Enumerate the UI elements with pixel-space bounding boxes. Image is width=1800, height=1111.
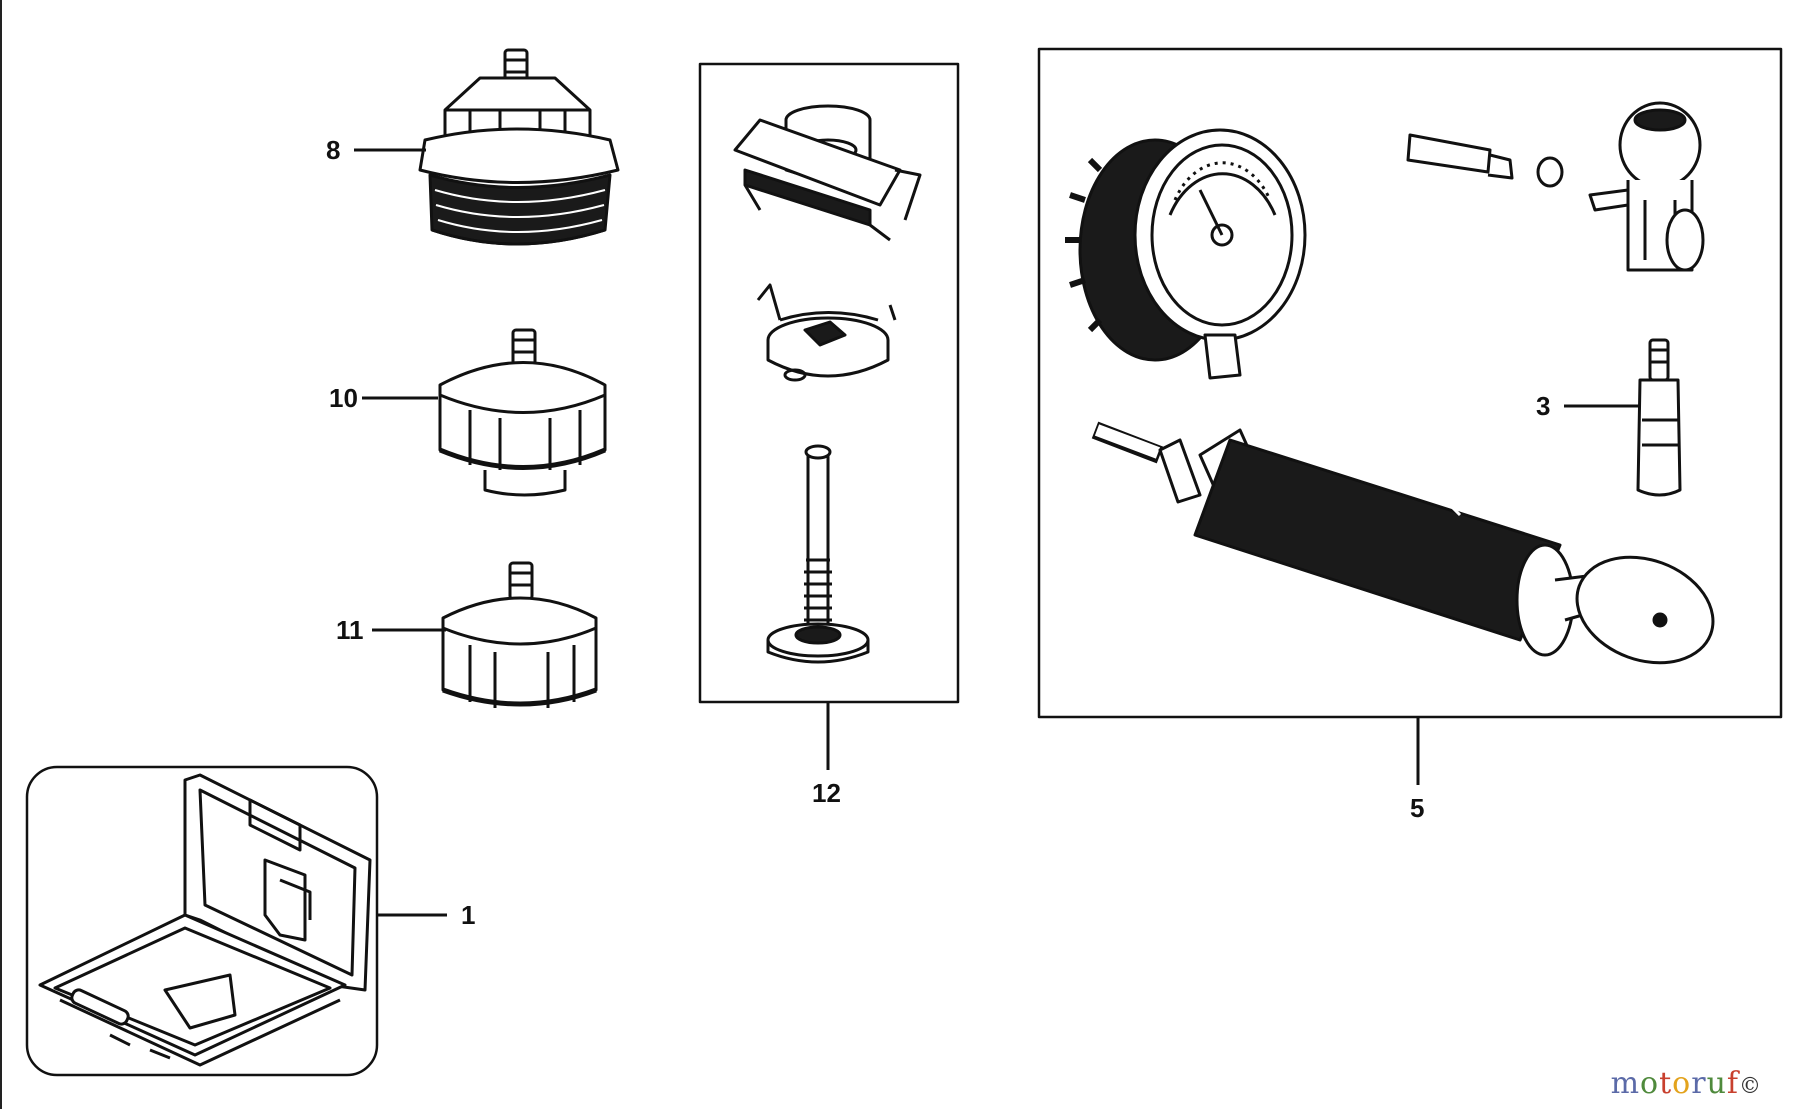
- motoruf-watermark: motoruf©: [1611, 1066, 1762, 1101]
- part-1-frame: [25, 765, 379, 1077]
- callout-12: 12: [812, 778, 841, 808]
- part-11-cap: [441, 561, 598, 708]
- wm-letter: f: [1726, 1066, 1739, 1101]
- wm-letter: u: [1706, 1066, 1727, 1101]
- part-12-adapter-set: [733, 104, 922, 664]
- callout-10: 10: [329, 383, 358, 413]
- callout-11: 11: [336, 615, 364, 645]
- wm-letter: o: [1640, 1066, 1660, 1101]
- wm-letter: m: [1610, 1066, 1641, 1101]
- callout-8: 8: [326, 135, 340, 165]
- callout-3: 3: [1536, 391, 1550, 421]
- wm-copyright: ©: [1739, 1074, 1762, 1099]
- callout-5: 5: [1410, 793, 1424, 823]
- part-10-cap: [438, 328, 607, 497]
- part-8-threaded-cap: [418, 48, 620, 246]
- callout-1: 1: [461, 900, 475, 930]
- wm-letter: o: [1672, 1066, 1692, 1101]
- wm-letter: t: [1659, 1066, 1673, 1101]
- part-5-pump-set: [1065, 101, 1715, 665]
- wm-letter: r: [1691, 1066, 1707, 1101]
- part-5-frame: [1037, 47, 1783, 719]
- part-1-carry-case: [38, 773, 372, 1067]
